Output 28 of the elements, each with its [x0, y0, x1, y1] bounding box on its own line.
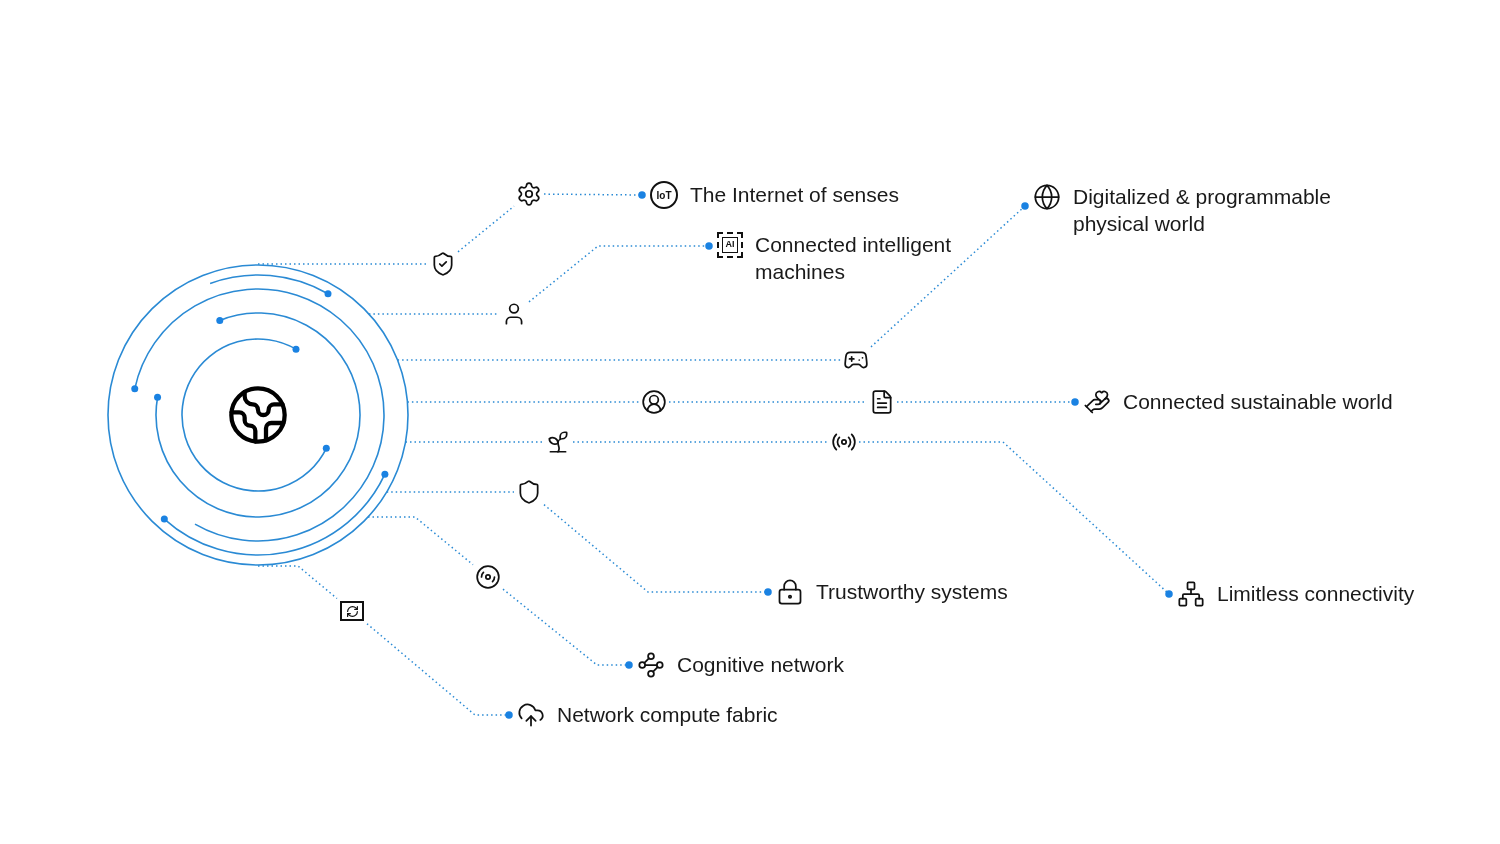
topic-label: Connected sustainable world: [1123, 389, 1393, 415]
refresh-icon: [340, 601, 364, 621]
dotted-connector: [257, 263, 429, 265]
dotted-connector: [528, 242, 713, 303]
topic-label: Limitless connectivity: [1217, 581, 1415, 607]
topic-label: Digitalized & programmable physical world: [1073, 184, 1332, 237]
dotted-connector: [543, 503, 772, 596]
dotted-connector: [367, 516, 474, 566]
dotted-connector: [457, 205, 515, 253]
topic-label: Cognitive network: [677, 652, 844, 678]
dotted-connector: [870, 202, 1029, 348]
topic-label: Network compute fabric: [557, 702, 778, 728]
iot-badge: IoT: [650, 181, 678, 209]
dotted-connector: [366, 622, 513, 719]
dotted-connector: [404, 441, 544, 443]
dotted-connector: [257, 565, 338, 600]
dotted-connector: [502, 588, 633, 669]
dotted-connector: [406, 401, 640, 403]
dotted-connector: [572, 441, 830, 443]
dotted-connector: [858, 441, 1173, 598]
topic-label: The Internet of senses: [690, 182, 899, 208]
dotted-connector: [396, 359, 842, 361]
ai-chip-icon: AI: [717, 232, 743, 258]
dotted-connector: [543, 191, 646, 199]
topic-label: Trustworthy systems: [816, 579, 1008, 605]
topic-label: Connected intelligent machines: [755, 232, 953, 285]
dotted-connector: [385, 491, 515, 493]
dotted-connector: [896, 398, 1079, 406]
